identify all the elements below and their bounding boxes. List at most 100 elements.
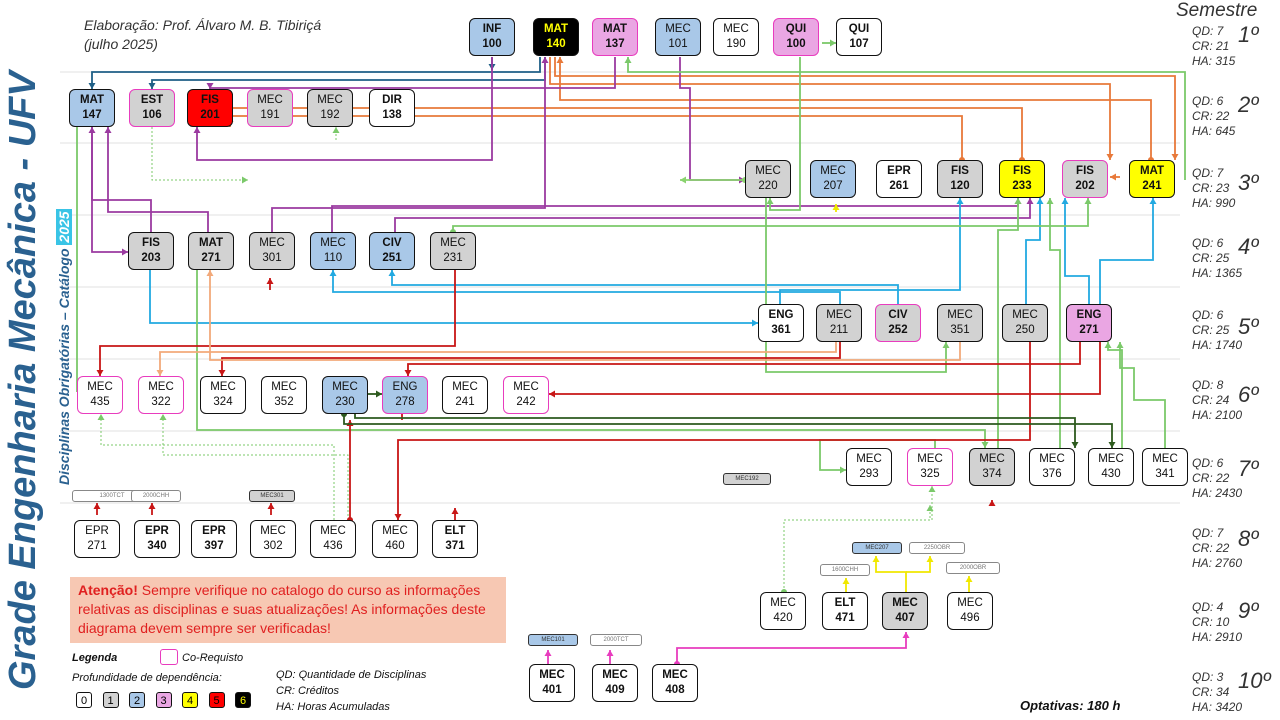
requirement-tag: 2250OBR xyxy=(909,542,965,554)
course-dept: MAT xyxy=(602,23,628,35)
arrowhead xyxy=(832,204,840,210)
depth-swatch: 4 xyxy=(182,692,198,708)
arrowhead xyxy=(1061,198,1069,204)
course-number: 190 xyxy=(726,38,746,50)
course-number: 241 xyxy=(455,396,475,408)
course-number: 261 xyxy=(889,180,909,192)
course-number: 371 xyxy=(445,540,465,552)
course-dept: MEC xyxy=(1098,453,1124,465)
course-dept: MEC xyxy=(539,669,565,681)
semester-number: 3º xyxy=(1238,170,1259,195)
main-title: Grade Engenharia Mecânica - UFV xyxy=(2,71,44,690)
optativas-hours: Optativas: 180 h xyxy=(1020,698,1121,713)
arrowhead xyxy=(981,442,989,448)
arrowhead xyxy=(193,127,201,133)
course-number: 324 xyxy=(213,396,233,408)
course-number: 271 xyxy=(87,540,107,552)
semester-cr: CR: 34 xyxy=(1192,685,1230,699)
course-dept: FIS xyxy=(201,94,219,106)
arrowhead xyxy=(332,127,340,133)
dependency-line xyxy=(332,270,841,304)
arrowhead xyxy=(96,370,104,376)
arrowhead xyxy=(267,503,275,509)
semester-ha: HA: 2100 xyxy=(1192,408,1243,422)
requirement-tag: MEC301 xyxy=(249,490,295,502)
dependency-line xyxy=(149,270,758,324)
course-dept: MAT xyxy=(79,94,105,106)
course-dept: CIV xyxy=(888,309,908,321)
dependency-line xyxy=(91,57,541,89)
dependency-line xyxy=(271,57,546,232)
course-dept: FIS xyxy=(142,237,160,249)
course-dept: ELT xyxy=(834,597,856,609)
course-number: 137 xyxy=(605,38,625,50)
semester-qd: QD: 8 xyxy=(1192,378,1224,392)
arrowhead xyxy=(544,650,552,656)
arrowhead xyxy=(928,486,936,492)
semester-number: 7º xyxy=(1238,456,1259,481)
dependency-line xyxy=(559,57,1152,160)
semester-ha: HA: 1740 xyxy=(1192,338,1243,352)
semester-number: 5º xyxy=(1238,314,1259,339)
arrowhead xyxy=(329,270,337,276)
arrowhead xyxy=(451,508,459,514)
arrowhead xyxy=(965,576,973,582)
arrowhead xyxy=(242,176,248,184)
arrowhead xyxy=(830,39,836,47)
course-number: 138 xyxy=(382,109,402,121)
arrowhead xyxy=(988,500,996,506)
dependency-line xyxy=(1049,198,1061,448)
abbr-cr: CR: Créditos xyxy=(276,685,339,697)
course-dept: MEC xyxy=(892,597,918,609)
course-number: 496 xyxy=(960,612,980,624)
semester-ha: HA: 2910 xyxy=(1192,630,1243,644)
course-dept: MEC xyxy=(662,669,688,681)
course-number: 201 xyxy=(200,109,220,121)
arrowhead xyxy=(1106,154,1114,160)
course-number: 325 xyxy=(920,468,940,480)
coreq-label: Co-Requisto xyxy=(182,652,244,664)
course-dept: ELT xyxy=(444,525,466,537)
course-dept: ENG xyxy=(768,309,794,321)
dependency-line xyxy=(906,556,931,573)
arrowhead xyxy=(218,370,226,376)
arrowhead xyxy=(388,270,396,276)
course-number: 207 xyxy=(823,180,843,192)
semester-qd: QD: 3 xyxy=(1192,670,1224,684)
dependency-line xyxy=(91,127,128,253)
dependency-line xyxy=(343,414,1113,448)
dependency-line xyxy=(209,270,961,361)
course-number: 397 xyxy=(204,540,224,552)
course-dept: DIR xyxy=(382,94,402,106)
course-dept: QUI xyxy=(785,23,807,35)
semester-number: 2º xyxy=(1238,92,1259,117)
semester-ha: HA: 2430 xyxy=(1192,486,1243,500)
course-number: 101 xyxy=(668,38,688,50)
course-number: 271 xyxy=(201,252,221,264)
dependency-line xyxy=(394,198,1031,232)
arrowhead xyxy=(842,578,850,584)
course-dept: MEC xyxy=(148,381,174,393)
semester-number: 1º xyxy=(1238,22,1259,47)
